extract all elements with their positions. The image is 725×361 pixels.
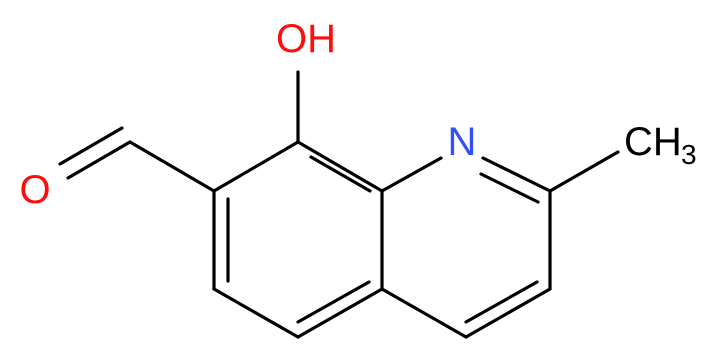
bond-c7-c8 [212,140,300,193]
bond-n1-c2 [481,156,552,193]
bond-c8a-n1 [380,156,443,193]
bond-c8a-c8a-inner [309,155,372,193]
bond-c4-c4a [380,287,468,339]
bond-c8-c8a [296,140,384,193]
bond-c7-cho [128,140,216,193]
methyl-subscript: 3 [681,139,697,170]
bond-c4a-c5 [296,287,384,339]
bond-c5-c6 [212,287,300,339]
nitrogen-label: N [448,120,477,164]
hydroxyl-label: OH [276,17,336,61]
bond-c3-c4 [464,287,552,339]
bond-c4a-c5-inner [296,280,371,324]
bonds [58,70,620,339]
bond-cho-o-1 [66,140,132,180]
bond-n1-c2-inner [479,172,540,204]
methyl-label: CH [624,120,682,164]
bond-cho-o-2 [58,126,124,166]
aldehyde-oxygen-label: O [19,168,50,212]
bond-c3-c4-inner [464,280,539,324]
bond-c2-methyl [548,150,620,193]
